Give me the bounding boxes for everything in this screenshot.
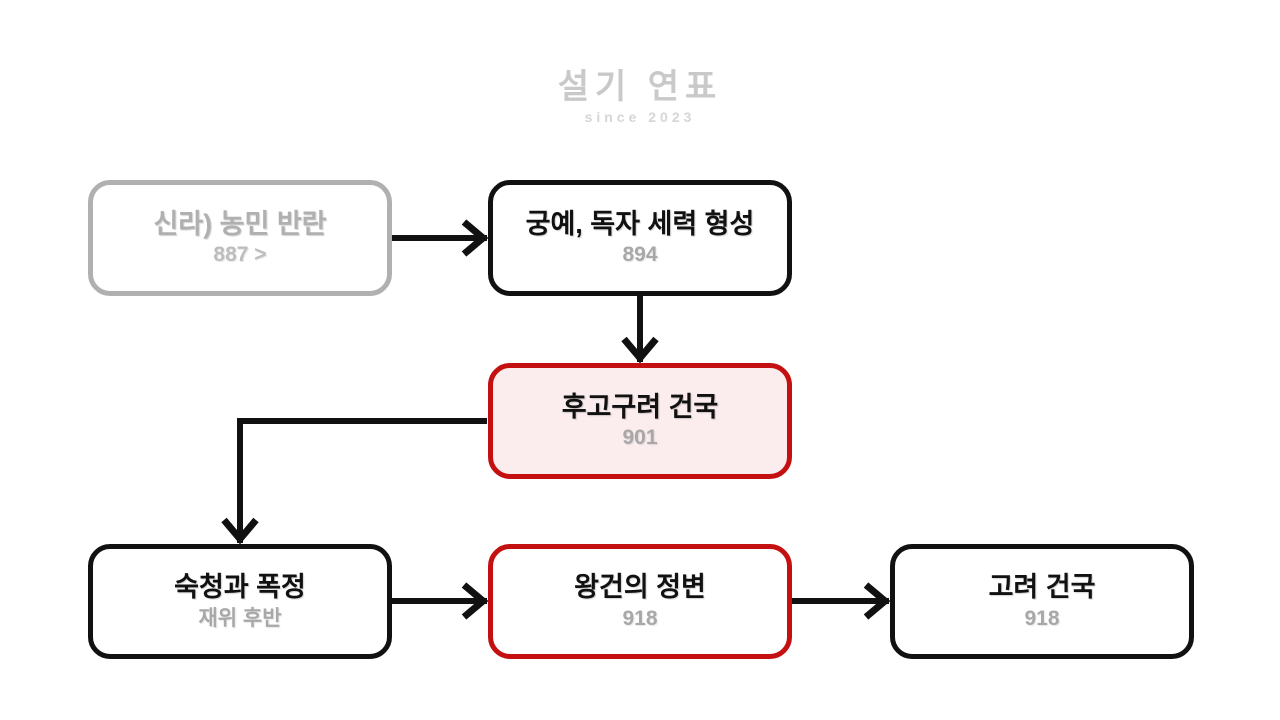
node-subtitle: 887 > bbox=[213, 243, 267, 267]
node-subtitle: 894 bbox=[622, 243, 658, 267]
node-subtitle: 901 bbox=[622, 426, 658, 450]
node-title: 숙청과 폭정 bbox=[174, 572, 306, 602]
node-goryeo-founding[interactable]: 고려 건국 918 bbox=[890, 544, 1194, 659]
node-title: 신라) 농민 반란 bbox=[153, 208, 327, 239]
node-subtitle: 재위 후반 bbox=[198, 606, 282, 630]
edge-coup-to-goryeo bbox=[792, 582, 891, 620]
watermark: 설기 연표 since 2023 bbox=[0, 68, 1280, 125]
edge-gungye-to-hugoguryeo bbox=[621, 296, 659, 364]
edge-hugoguryeo-to-purge bbox=[221, 418, 487, 545]
node-title: 후고구려 건국 bbox=[561, 391, 719, 422]
node-hugoguryeo[interactable]: 후고구려 건국 901 bbox=[488, 363, 792, 479]
node-title: 궁예, 독자 세력 형성 bbox=[525, 208, 755, 239]
node-purge-tyranny[interactable]: 숙청과 폭정 재위 후반 bbox=[88, 544, 392, 659]
edge-silla-to-gungye bbox=[392, 219, 489, 257]
watermark-title: 설기 연표 bbox=[557, 68, 723, 106]
node-title: 고려 건국 bbox=[988, 572, 1096, 602]
node-title: 왕건의 정변 bbox=[574, 572, 706, 602]
node-subtitle: 918 bbox=[622, 606, 658, 630]
edge-purge-to-coup bbox=[392, 582, 489, 620]
node-gungye-power[interactable]: 궁예, 독자 세력 형성 894 bbox=[488, 180, 792, 296]
node-wanggeon-coup[interactable]: 왕건의 정변 918 bbox=[488, 544, 792, 659]
watermark-subtitle: since 2023 bbox=[584, 109, 696, 126]
node-subtitle: 918 bbox=[1024, 606, 1060, 630]
node-silla-rebellion[interactable]: 신라) 농민 반란 887 > bbox=[88, 180, 392, 296]
